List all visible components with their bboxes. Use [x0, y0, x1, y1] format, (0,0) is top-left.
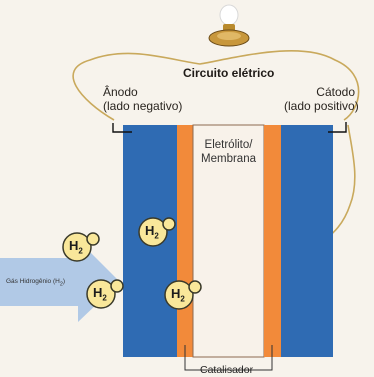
cathode-label-line2: (lado positivo)	[284, 99, 359, 113]
anode-label-line1: Ânodo	[103, 85, 138, 99]
h2-subscript: 2	[102, 293, 107, 303]
h2-subscript: 2	[78, 246, 83, 256]
catalyst-label: Catalisador	[200, 364, 254, 376]
h2-symbol: H	[93, 285, 103, 300]
h2-symbol: H	[69, 238, 79, 253]
h2-molecule-label: H2	[171, 286, 185, 304]
electrolyte-label-line1: Eletrólito/	[204, 139, 253, 151]
h2-symbol: H	[171, 286, 181, 301]
electrolyte-label: Eletrólito/ Membrana	[193, 138, 264, 166]
h2-molecule-label: H2	[93, 285, 107, 303]
hydrogen-molecule-icon	[62, 232, 100, 262]
h2-subscript: 2	[180, 294, 185, 304]
h2-symbol: H	[145, 223, 155, 238]
anode-terminal	[112, 123, 132, 133]
electrolyte-label-line2: Membrana	[201, 153, 256, 165]
gas-label: Gás Hidrogênio (H2)	[6, 278, 65, 287]
circuit-label: Circuito elétrico	[183, 66, 275, 80]
hydrogen-molecule-icon	[138, 217, 176, 247]
cathode-catalyst-layer	[264, 125, 281, 357]
anode-catalyst-layer	[177, 125, 193, 357]
anode-label-line2: (lado negativo)	[103, 99, 183, 113]
catalyst-bracket	[184, 345, 273, 371]
h2-molecule-label: H2	[145, 223, 159, 241]
membrane	[192, 124, 265, 358]
anode-label: Ânodo (lado negativo)	[103, 85, 182, 113]
light-bulb-icon	[208, 4, 250, 47]
cathode-label-line1: Cátodo	[316, 85, 355, 99]
h2-subscript: 2	[154, 231, 159, 241]
hydrogen-molecule-icon	[86, 279, 124, 309]
circuit-wire	[72, 50, 360, 121]
h2-molecule-label: H2	[69, 238, 83, 256]
gas-label-text: Gás Hidrogênio (H	[6, 278, 60, 285]
gas-label-subscript: 2	[59, 281, 63, 288]
cathode-label: Cátodo (lado positivo)	[284, 85, 359, 113]
gas-label-close: )	[62, 278, 66, 285]
cathode-electrode	[281, 125, 333, 357]
hydrogen-molecule-icon	[164, 280, 202, 310]
cathode-terminal	[328, 122, 347, 133]
